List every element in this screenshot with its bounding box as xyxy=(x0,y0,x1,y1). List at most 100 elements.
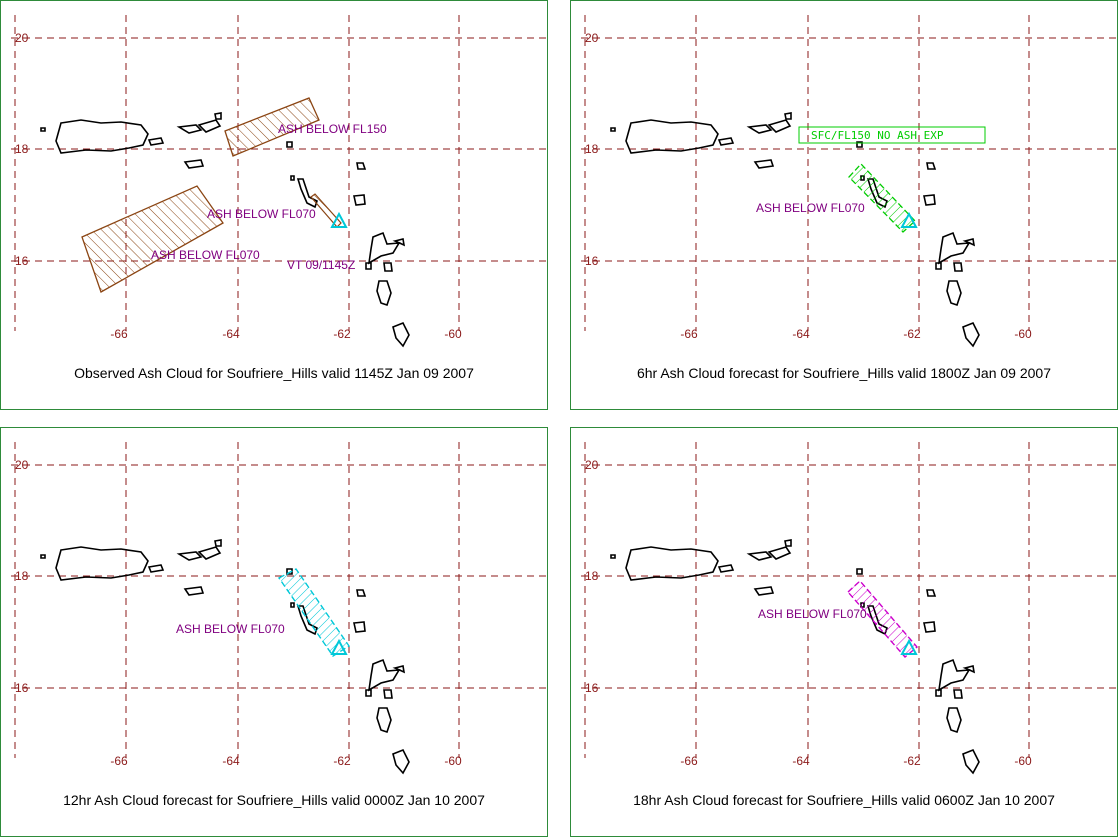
island-outline xyxy=(953,689,963,699)
island-outline xyxy=(147,137,165,146)
island-outline xyxy=(176,551,203,561)
ash-label-fl070: ASH BELOW FL070 xyxy=(756,201,865,215)
lon-label: -62 xyxy=(903,754,921,768)
island-outline xyxy=(746,551,773,561)
no-ash-box xyxy=(798,126,986,144)
island-outline xyxy=(784,112,792,120)
lat-label: 20 xyxy=(15,458,29,472)
island-outline xyxy=(376,707,392,734)
island-outline xyxy=(946,707,962,734)
valid-time-label: VT 09/1145Z xyxy=(287,258,355,272)
lat-label: 18 xyxy=(585,569,599,583)
island-outline xyxy=(926,162,937,170)
island-outline xyxy=(197,546,222,560)
island-outline xyxy=(767,546,792,560)
island-outline xyxy=(717,564,735,573)
island-outline xyxy=(392,321,410,348)
lat-label: 18 xyxy=(15,142,29,156)
lat-label: 16 xyxy=(585,254,599,268)
no-ash-label: SFC/FL150 NO ASH EXP xyxy=(811,129,944,142)
ash-area-fl070 xyxy=(847,579,918,658)
lon-label: -64 xyxy=(222,754,240,768)
island-outline xyxy=(935,262,942,270)
island-outline xyxy=(962,748,980,775)
island-outline xyxy=(625,546,719,581)
ash-label-fl070-far: ASH BELOW FL070 xyxy=(151,248,260,262)
panel-caption: 18hr Ash Cloud forecast for Soufriere_Hi… xyxy=(633,792,1055,808)
lat-label: 18 xyxy=(15,569,29,583)
island-outline xyxy=(392,748,410,775)
island-outline xyxy=(856,141,863,148)
island-outline xyxy=(962,321,980,348)
lat-label: 18 xyxy=(585,142,599,156)
lon-label: -66 xyxy=(680,327,698,341)
island-outline xyxy=(353,621,366,633)
lon-label: -66 xyxy=(110,754,128,768)
lat-label: 20 xyxy=(585,458,599,472)
island-outline xyxy=(214,112,222,120)
island-outline xyxy=(383,262,393,272)
island-outline xyxy=(935,689,942,697)
island-outline xyxy=(40,127,46,132)
island-outline xyxy=(610,554,616,559)
island-outline xyxy=(392,238,406,247)
ash-area-fl070 xyxy=(277,568,350,657)
lon-label: -64 xyxy=(222,327,240,341)
base-map: 20 18 16 -66 -64 -62 -60 xyxy=(11,442,547,775)
lat-label: 16 xyxy=(15,254,29,268)
panel-caption: 12hr Ash Cloud forecast for Soufriere_Hi… xyxy=(63,792,485,808)
lon-label: -62 xyxy=(333,327,351,341)
ash-area-fl070-large xyxy=(81,185,224,293)
lat-label: 16 xyxy=(15,681,29,695)
island-outline xyxy=(746,124,773,134)
island-outline xyxy=(55,546,149,581)
island-outline xyxy=(367,658,401,692)
ash-label-fl070: ASH BELOW FL070 xyxy=(176,622,285,636)
island-outline xyxy=(962,665,976,674)
lat-label: 20 xyxy=(15,31,29,45)
lon-label: -64 xyxy=(792,327,810,341)
island-outline xyxy=(214,539,222,547)
lon-label: -60 xyxy=(444,327,462,341)
island-outline xyxy=(290,602,295,608)
island-outline xyxy=(767,119,792,133)
island-outline xyxy=(784,539,792,547)
island-outline xyxy=(290,175,295,181)
lon-label: -64 xyxy=(792,754,810,768)
island-outline xyxy=(610,127,616,132)
panel-caption: 6hr Ash Cloud forecast for Soufriere_Hil… xyxy=(636,365,1051,381)
map-canvas: 20 18 16 -66 -64 -62 -60 ASH BELOW FL070 xyxy=(11,442,547,775)
lon-label: -66 xyxy=(680,754,698,768)
island-outline xyxy=(367,231,401,265)
ash-label-fl070-near: ASH BELOW FL070 xyxy=(207,207,316,221)
lon-label: -60 xyxy=(444,754,462,768)
lon-label: -62 xyxy=(333,754,351,768)
island-outline xyxy=(365,689,372,697)
island-outline xyxy=(926,589,937,597)
island-outline xyxy=(937,658,971,692)
island-outline xyxy=(356,589,367,597)
island-outline xyxy=(55,119,149,154)
island-outline xyxy=(183,159,205,169)
map-panel-12hr: 20 18 16 -66 -64 -62 -60 ASH BELOW FL070 12hr … xyxy=(0,427,548,837)
lon-label: -60 xyxy=(1014,754,1032,768)
island-outline xyxy=(353,194,366,206)
island-outline xyxy=(197,119,222,133)
island-outline xyxy=(365,262,372,270)
ash-label-fl070: ASH BELOW FL070 xyxy=(758,607,867,621)
volcano-marker xyxy=(330,211,348,228)
lat-label: 20 xyxy=(585,31,599,45)
island-outline xyxy=(856,568,863,575)
ash-label-fl150: ASH BELOW FL150 xyxy=(278,122,387,136)
island-outline xyxy=(356,162,367,170)
island-outline xyxy=(383,689,393,699)
volcano-marker xyxy=(900,638,918,655)
island-outline xyxy=(40,554,46,559)
island-outline xyxy=(753,586,775,596)
island-outline xyxy=(296,178,318,209)
